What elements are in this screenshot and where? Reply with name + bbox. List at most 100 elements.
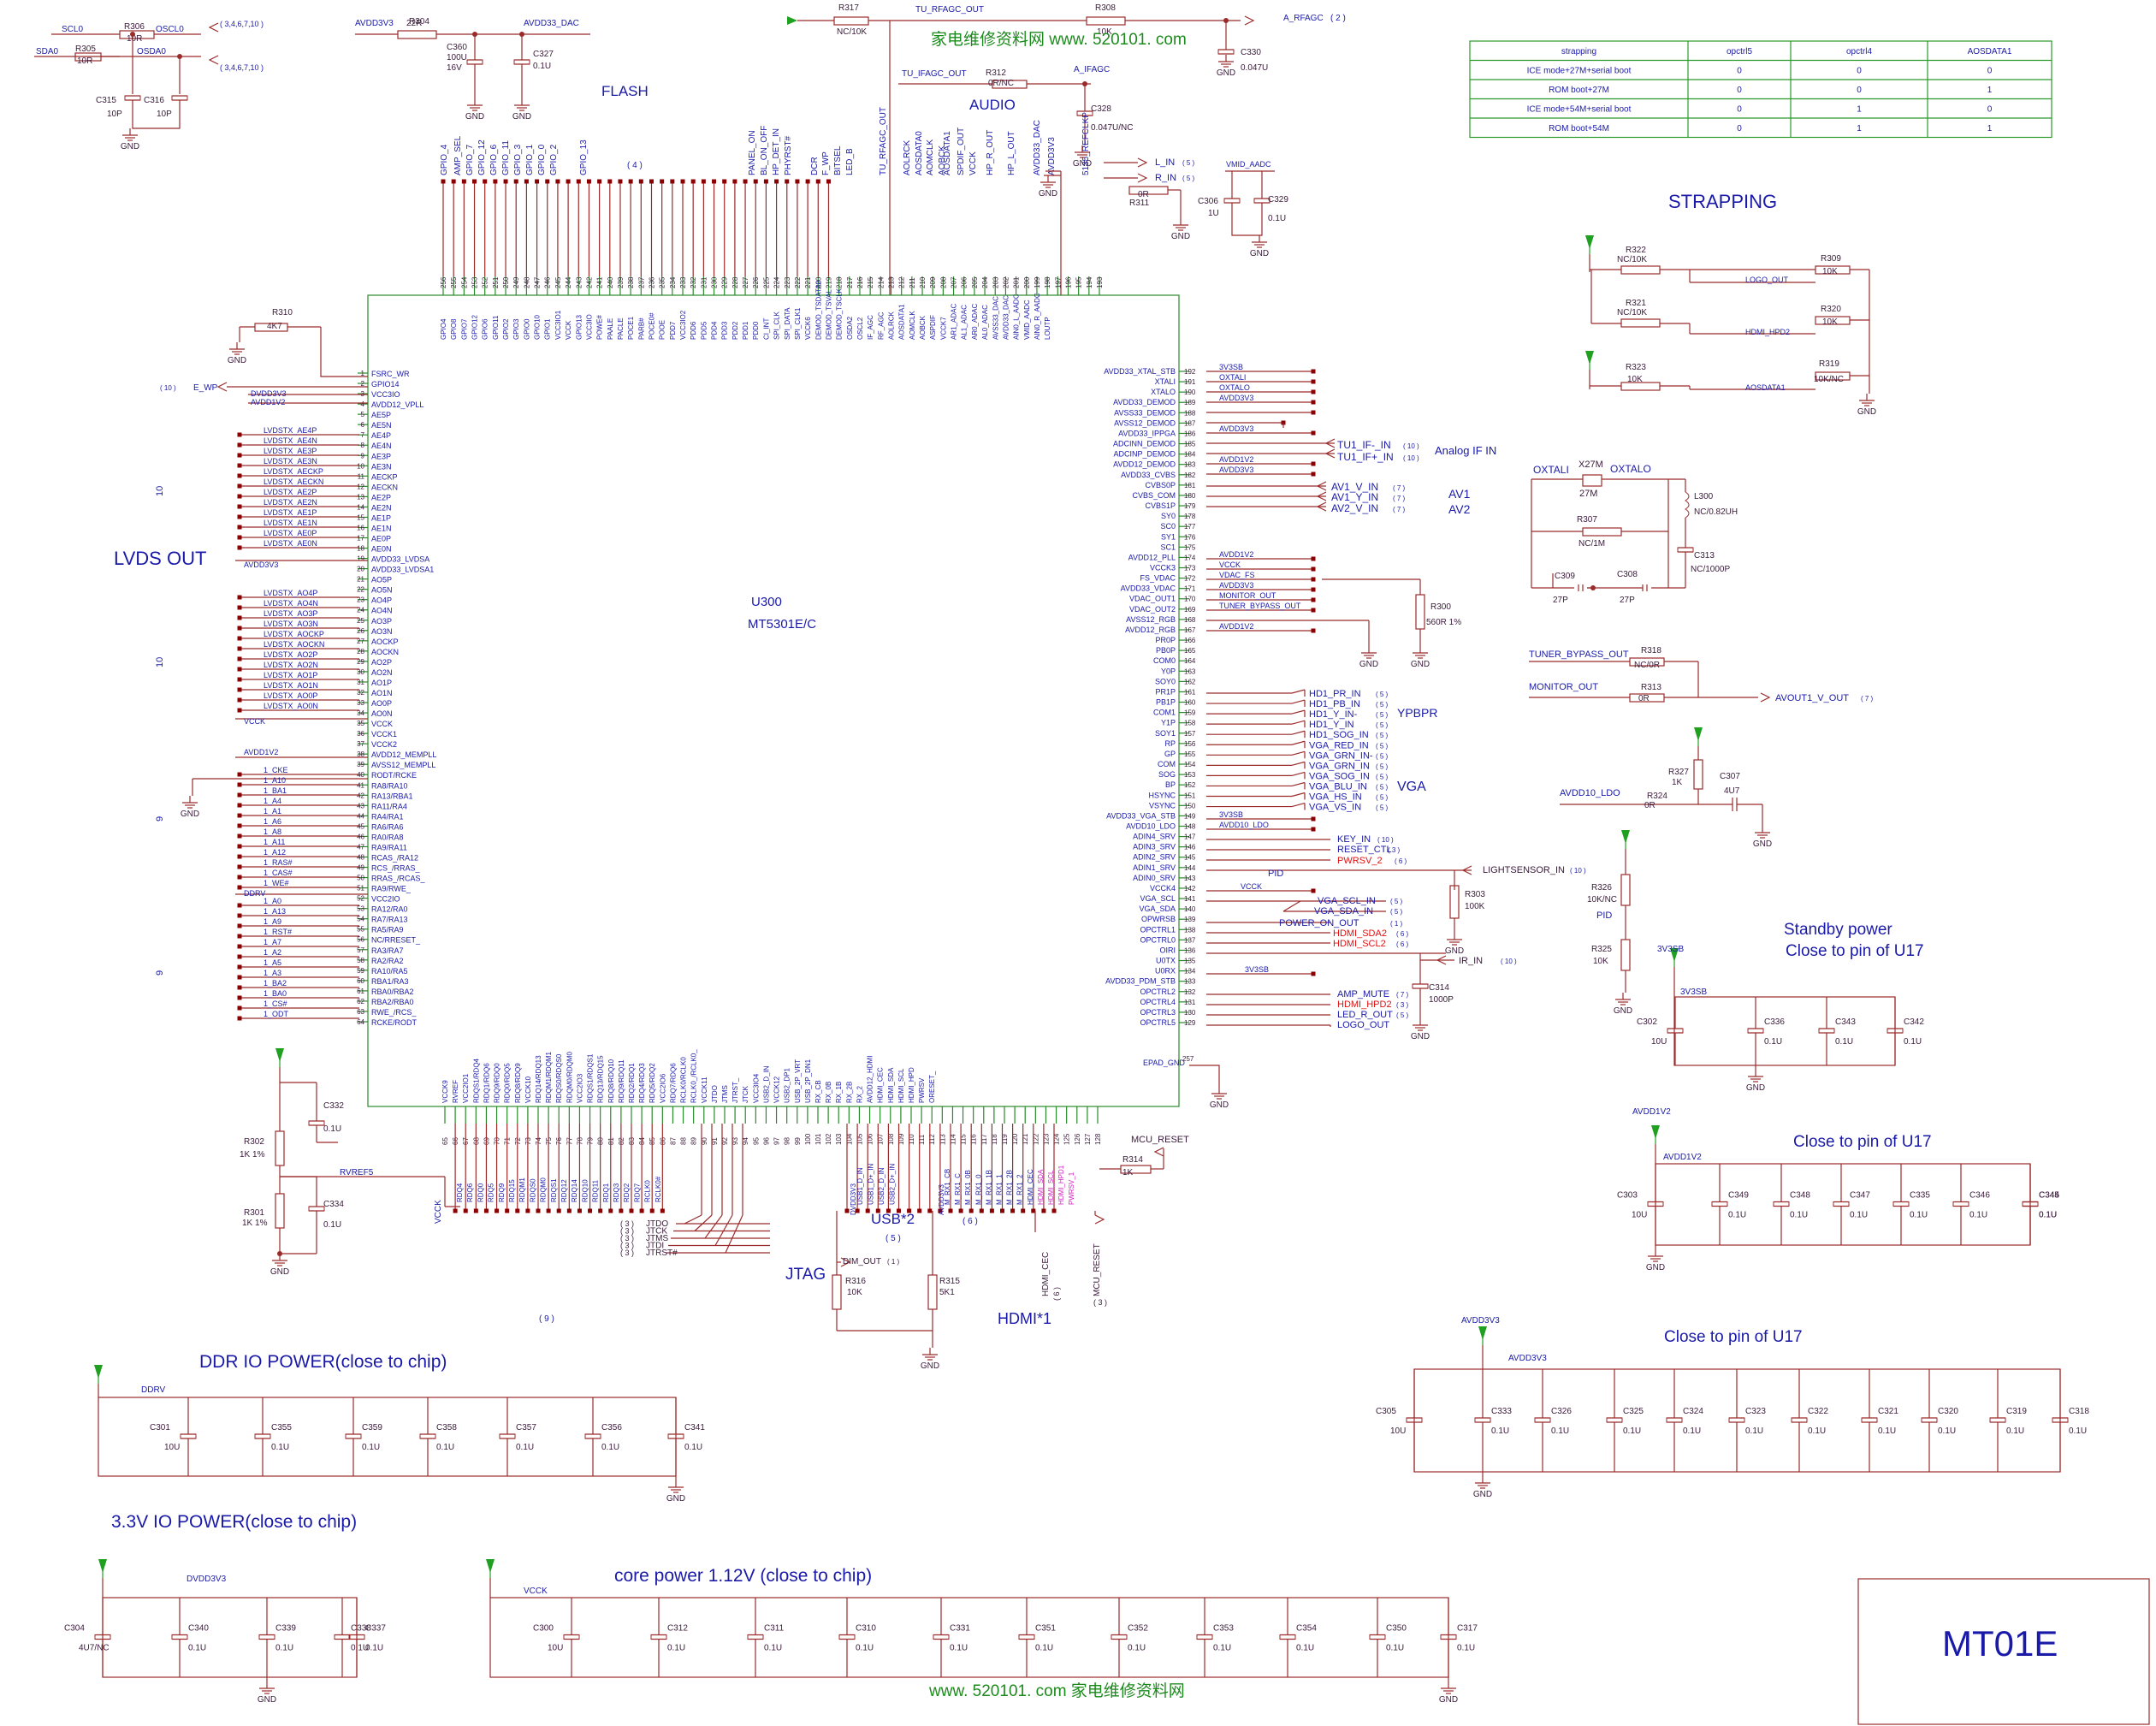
cap-value: 0.1U bbox=[764, 1644, 782, 1653]
pin-dot bbox=[237, 995, 242, 1000]
net-label: HDMI_SCL bbox=[1047, 1170, 1055, 1205]
label: ( 7 ) bbox=[1393, 495, 1406, 502]
label: ( 5 ) bbox=[1376, 773, 1389, 780]
capacitor bbox=[1412, 983, 1429, 989]
cap-value: 0.1U bbox=[362, 1443, 380, 1452]
pin-dot bbox=[763, 179, 768, 184]
pin-number: 227 bbox=[742, 276, 749, 288]
net-label: AVDD1V2 bbox=[1219, 550, 1253, 559]
wire bbox=[725, 1214, 743, 1254]
gnd-label: GND bbox=[1753, 839, 1772, 849]
label: HDMI_SCL2 bbox=[1333, 939, 1386, 949]
net-label: M_RX1_C bbox=[954, 1173, 962, 1205]
port-arrow bbox=[1153, 1147, 1164, 1157]
label: ( 3 ) bbox=[620, 1242, 634, 1250]
label: VCCK bbox=[244, 717, 265, 726]
label: AVDD3V3 bbox=[244, 561, 278, 569]
resistor bbox=[275, 1130, 285, 1166]
wire bbox=[684, 1214, 702, 1225]
label: 0.1U bbox=[1268, 214, 1286, 223]
pin-name: XTALI bbox=[1155, 377, 1176, 386]
label: ( 5 ) bbox=[1396, 1011, 1409, 1019]
label: LIGHTSENSOR_IN bbox=[1483, 865, 1565, 875]
pin-number: 102 bbox=[825, 1133, 832, 1145]
label: AV2_V_IN bbox=[1331, 502, 1378, 514]
table-cell: 1 bbox=[1857, 105, 1862, 115]
net-label: LVDSTX_AE3N bbox=[264, 457, 317, 466]
table-header: strapping bbox=[1561, 47, 1596, 56]
pin-name: GPIO8 bbox=[450, 318, 458, 340]
cap-value: 0.1U bbox=[516, 1443, 534, 1452]
capacitor bbox=[171, 95, 188, 101]
label: C306 bbox=[1198, 197, 1218, 206]
pin-name: AVSS12_DEMOD bbox=[1114, 418, 1176, 427]
label: 0R bbox=[1644, 801, 1656, 810]
pin-name: AVSS33_DAC bbox=[992, 296, 999, 340]
pin-dot bbox=[576, 179, 581, 184]
model-title: MT01E bbox=[1942, 1623, 2058, 1664]
pin-number: 222 bbox=[794, 276, 802, 288]
pin-number: 166 bbox=[1184, 637, 1196, 644]
pin-dot bbox=[1000, 1208, 1004, 1213]
pin-dot bbox=[938, 1208, 943, 1213]
net-label: JTRST# bbox=[646, 1249, 678, 1258]
label: ( 10 ) bbox=[160, 384, 176, 392]
net-label: VGA_GRN_IN bbox=[1309, 761, 1370, 771]
pin-number: 126 bbox=[1074, 1133, 1081, 1145]
pin-name: RCLK0_/RCLK0_ bbox=[690, 1049, 698, 1103]
label: ( 5 ) bbox=[886, 1234, 901, 1243]
net-label: LVDSTX_AE0P bbox=[264, 529, 317, 537]
pin-dot bbox=[237, 708, 242, 713]
pin-dot bbox=[875, 1208, 880, 1213]
pin-dot bbox=[897, 1208, 901, 1213]
net-label: AOBCK bbox=[938, 145, 947, 175]
pin-number-placeholder: 17 bbox=[357, 535, 364, 543]
pin-name: AO1N bbox=[371, 689, 393, 697]
label: ( 1 ) bbox=[887, 1258, 900, 1266]
pin-number: 103 bbox=[835, 1133, 843, 1145]
pin-number-placeholder: 1 bbox=[361, 370, 365, 377]
pin-number: 117 bbox=[980, 1134, 988, 1145]
pin-name: AE2P bbox=[371, 493, 391, 501]
pin-dot bbox=[237, 514, 242, 519]
section-title: STRAPPING bbox=[1668, 191, 1777, 212]
net-label: BITSEL bbox=[833, 145, 843, 175]
label: R309 bbox=[1821, 254, 1841, 264]
gnd-label: GND bbox=[258, 1695, 276, 1705]
net-label: LVDSTX_AO3P bbox=[264, 609, 317, 618]
cap-value: 0.1U bbox=[275, 1644, 293, 1653]
cap-ref: C343 bbox=[1835, 1017, 1856, 1027]
label: MCU_RESET bbox=[1131, 1135, 1189, 1145]
pin-number: 178 bbox=[1184, 513, 1196, 520]
pin-dot bbox=[237, 844, 242, 849]
cap-ref: C344 bbox=[2039, 1191, 2059, 1201]
pin-dot bbox=[649, 179, 654, 184]
pin-number: 132 bbox=[1184, 988, 1196, 996]
pin-number: 114 bbox=[949, 1134, 957, 1145]
pin-number: 124 bbox=[1053, 1133, 1061, 1145]
resistor bbox=[397, 30, 437, 39]
pin-name: PARB# bbox=[637, 317, 645, 340]
label: R322 bbox=[1626, 246, 1646, 255]
cap-value: 0.1U bbox=[2006, 1426, 2024, 1436]
pin-dot bbox=[1311, 628, 1316, 633]
pin-dot bbox=[785, 179, 790, 184]
pin-dot bbox=[826, 179, 831, 184]
pin-dot bbox=[505, 1208, 510, 1213]
cap-ref: C310 bbox=[856, 1624, 876, 1634]
label: Analog IF IN bbox=[1435, 444, 1496, 457]
capacitor bbox=[1711, 1201, 1728, 1207]
capacitor bbox=[1818, 1028, 1835, 1034]
label: ( 3 ) bbox=[1388, 846, 1401, 854]
pin-name: VCCK2 bbox=[371, 740, 397, 749]
pin-name: RBA1/RA3 bbox=[371, 977, 409, 986]
wire bbox=[1291, 689, 1306, 694]
label: 257 bbox=[1182, 1055, 1194, 1063]
watermark: 家电维修资料网 www. 520101. com bbox=[931, 30, 1187, 49]
pin-number-placeholder: 46 bbox=[357, 833, 364, 840]
table-header: AOSDATA1 bbox=[1968, 47, 2012, 56]
pin-name: SPI_CLK bbox=[773, 311, 781, 340]
net-label: LVDSTX_AO3N bbox=[264, 620, 318, 628]
pin-name: SC1 bbox=[1160, 543, 1176, 551]
label: R304 bbox=[409, 17, 429, 27]
